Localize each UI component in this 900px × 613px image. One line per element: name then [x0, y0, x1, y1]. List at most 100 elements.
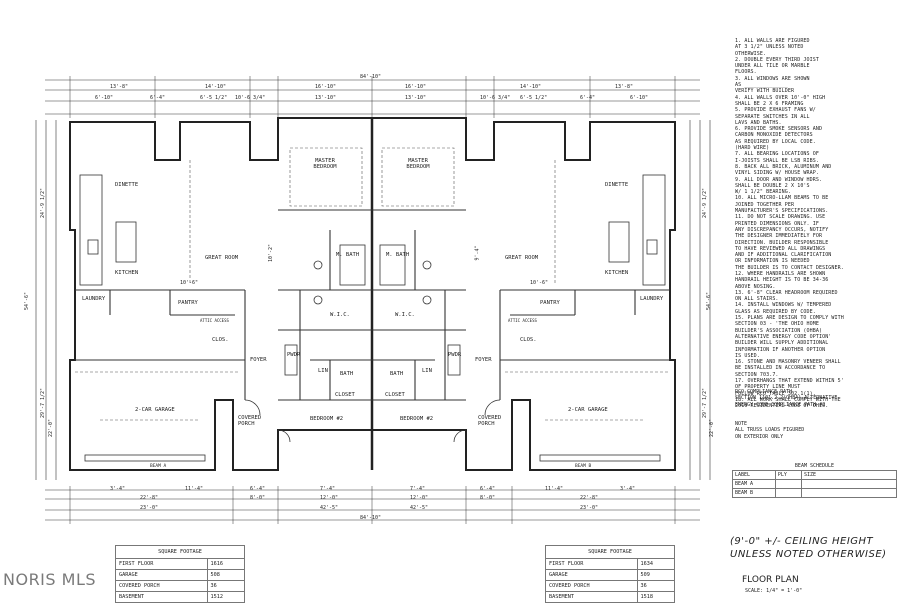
dim-left-upper: 24'-9 1/2"	[40, 187, 47, 219]
note-line: GLASS AS REQUIRED BY CODE.	[735, 308, 816, 315]
right-dinette-label: DINETTE	[605, 182, 629, 188]
right-kitchen-label: KITCHEN	[605, 270, 629, 276]
right-clos-label: CLOS.	[520, 337, 537, 343]
dim-bottom-2: 11'-4"	[185, 486, 204, 492]
note-line: AS REQUIRED BY LOCAL CODE.	[735, 138, 816, 145]
note-line: 12. WHERE HANDRAILS ARE SHOWN	[735, 270, 826, 277]
note-line: 9. ALL DOOR AND WINDOW HDRS.	[735, 176, 823, 183]
left-attic-label: ATTIC ACCESS	[200, 318, 229, 323]
right-laundry-label: LAUNDRY	[640, 296, 664, 302]
right-foyer-label: FOYER	[475, 357, 492, 363]
left-kitchen-label: KITCHEN	[115, 270, 139, 276]
note-line: 16. STONE AND MASONRY VENEER SHALL	[735, 359, 841, 366]
note-line: INFORMATION IF ANOTHER OPTION	[735, 346, 826, 353]
note-line: 10. ALL MICRO-LLAM BEAMS TO BE	[735, 195, 829, 202]
sqft-title: SQUARE FOOTAGE	[115, 545, 245, 559]
sheet-title: FLOOR PLAN	[742, 575, 799, 585]
note-line: SHALL BE DOUBLE 2 x 10'S	[735, 182, 810, 189]
sqft-label: COVERED PORCH	[115, 580, 208, 592]
note-line: LAVS AND BATHS.	[735, 119, 782, 126]
left-clos-label: CLOS.	[212, 337, 229, 343]
dim-bottom-4: 7'-4"	[320, 486, 336, 492]
note-line: 4. ALL WALLS OVER 10'-0" HIGH	[735, 94, 826, 101]
dim-top-13: 10'-6 3/4"	[480, 95, 511, 101]
beam-row-label: BEAM A	[732, 479, 776, 489]
left-foyer-label: FOYER	[250, 357, 267, 363]
left-dinette-label: DINETTE	[115, 182, 139, 188]
dim-top-12: 13'-10"	[405, 95, 427, 101]
dim-top-5: 14'-10"	[520, 84, 542, 90]
beam-row-size	[801, 479, 897, 489]
dim-left-lower: 29'-7 1/2"	[40, 387, 47, 419]
dim-bottom-8: 3'-4"	[620, 486, 636, 492]
note-line: 18. ALL WORK SHALL COMPLY WITH THE	[735, 396, 841, 403]
note-line: 13. 6'-8" CLEAR HEADROOM REQUIRED	[735, 289, 838, 296]
note-line: 5. PROVIDE EXHAUST FANS W/	[735, 107, 816, 114]
note-line: UNDER ALL TILE OR MARBLE	[735, 63, 810, 70]
left-mbath-label: M. BATH	[336, 252, 360, 258]
dim-top-10: 10'-6 3/4"	[235, 95, 266, 101]
compliance-line: ENERGY CODE COMPLIANCE PATH #2	[735, 401, 826, 408]
watermark-logo: NORIS MLS	[3, 570, 97, 589]
right-closet-label: CLOSET	[385, 392, 405, 398]
sqft-value: 509	[636, 569, 676, 581]
right-attic-label: ATTIC ACCESS	[508, 318, 537, 323]
dim-right-upper: 24'-9 1/2"	[702, 187, 709, 219]
left-master-bedroom-label: MASTER BEDROOM	[313, 158, 337, 170]
dim-center-2: 9'-4"	[474, 245, 481, 261]
sqft-value: 508	[206, 569, 246, 581]
left-bath-label: BATH	[340, 371, 354, 377]
beam-row-ply	[774, 479, 803, 489]
dim-bottom-14: 22'-8"	[580, 495, 599, 501]
note-line: AND IF ADDITIONAL CLARIFICATION	[735, 252, 832, 259]
note-line: 11. DO NOT SCALE DRAWING. USE	[735, 214, 826, 221]
right-bath-label: BATH	[390, 371, 404, 377]
truss-note-line: ALL TRUSS LOADS FIGURED	[735, 427, 805, 434]
dim-center-1: 10'-2"	[268, 243, 275, 263]
compliance-line: SECTION 1101.2.2(OHBA) ALTERNATIVE	[735, 395, 838, 402]
note-line: 15. PLANS ARE DESIGN TO COMPLY WITH	[735, 315, 844, 322]
sqft-label: COVERED PORCH	[545, 580, 638, 592]
dim-top-15: 6'-4"	[580, 95, 596, 101]
note-line: VERIFY WITH BUILDER	[735, 88, 795, 95]
sqft-label: BASEMENT	[115, 591, 208, 603]
dim-bottom-15: 23'-0"	[140, 505, 159, 511]
sqft-value: 36	[636, 580, 676, 592]
dim-top-8: 6'-4"	[150, 95, 166, 101]
note-line: MANUFACTURER'S SPECIFICATIONS.	[735, 208, 829, 215]
right-covered-porch-label: COVERED PORCH	[478, 415, 502, 427]
note-line: THE DESIGNER IMMEDIATELY FOR	[735, 233, 823, 240]
note-line: SECTION 703.7.	[735, 371, 779, 378]
note-line: SEPARATE SWITCHES IN ALL	[735, 113, 810, 120]
left-great-room-label: GREAT ROOM	[205, 255, 239, 261]
note-line: (HARD WIRE)	[735, 145, 770, 152]
dim-left-overall: 54'-6"	[24, 291, 31, 311]
note-line: SECTION 03 - 'THE OHIO HOME	[735, 321, 819, 328]
note-line: IS USED.	[735, 352, 760, 359]
note-line: I-JOISTS SHALL BE LSB RIBS.	[735, 157, 819, 164]
dim-mid-1: 10'-6"	[180, 280, 199, 286]
note-line: JOINED TOGETHER PER	[735, 201, 795, 208]
left-lin-label: LIN	[318, 368, 328, 374]
right-beam-b-label: BEAM B	[575, 464, 592, 469]
note-line: AS ______________	[735, 82, 788, 89]
dim-right-overall: 54'-6"	[706, 291, 713, 311]
note-line: 17. OVERHANGS THAT EXTEND WITHIN 5'	[735, 378, 844, 385]
beam-header-size: SIZE	[801, 470, 897, 480]
note-line: 6. PROVIDE SMOKE SENSORS AND	[735, 126, 823, 133]
left-garage-label: 2-CAR GARAGE	[135, 407, 175, 413]
note-line: ANY DISCREPANCY OCCURS, NOTIFY	[735, 226, 829, 233]
note-line: SHALL BE 2 x 6 FRAMING	[735, 100, 804, 107]
dim-bottom-1: 3'-4"	[110, 486, 126, 492]
dim-top-1: 13'-8"	[110, 84, 129, 90]
note-line: BUILDER'S ASSOCIATION (OHBA)	[735, 327, 823, 334]
dim-bottom-12: 12'-0"	[410, 495, 429, 501]
note-line: PRINTED DIMENSIONS ONLY. IF	[735, 220, 819, 227]
note-line: FOLLOW RCO TABLE 302.1(1).	[735, 390, 816, 397]
dim-top-7: 6'-10"	[95, 95, 114, 101]
note-line: OTHERWISE.	[735, 50, 767, 57]
